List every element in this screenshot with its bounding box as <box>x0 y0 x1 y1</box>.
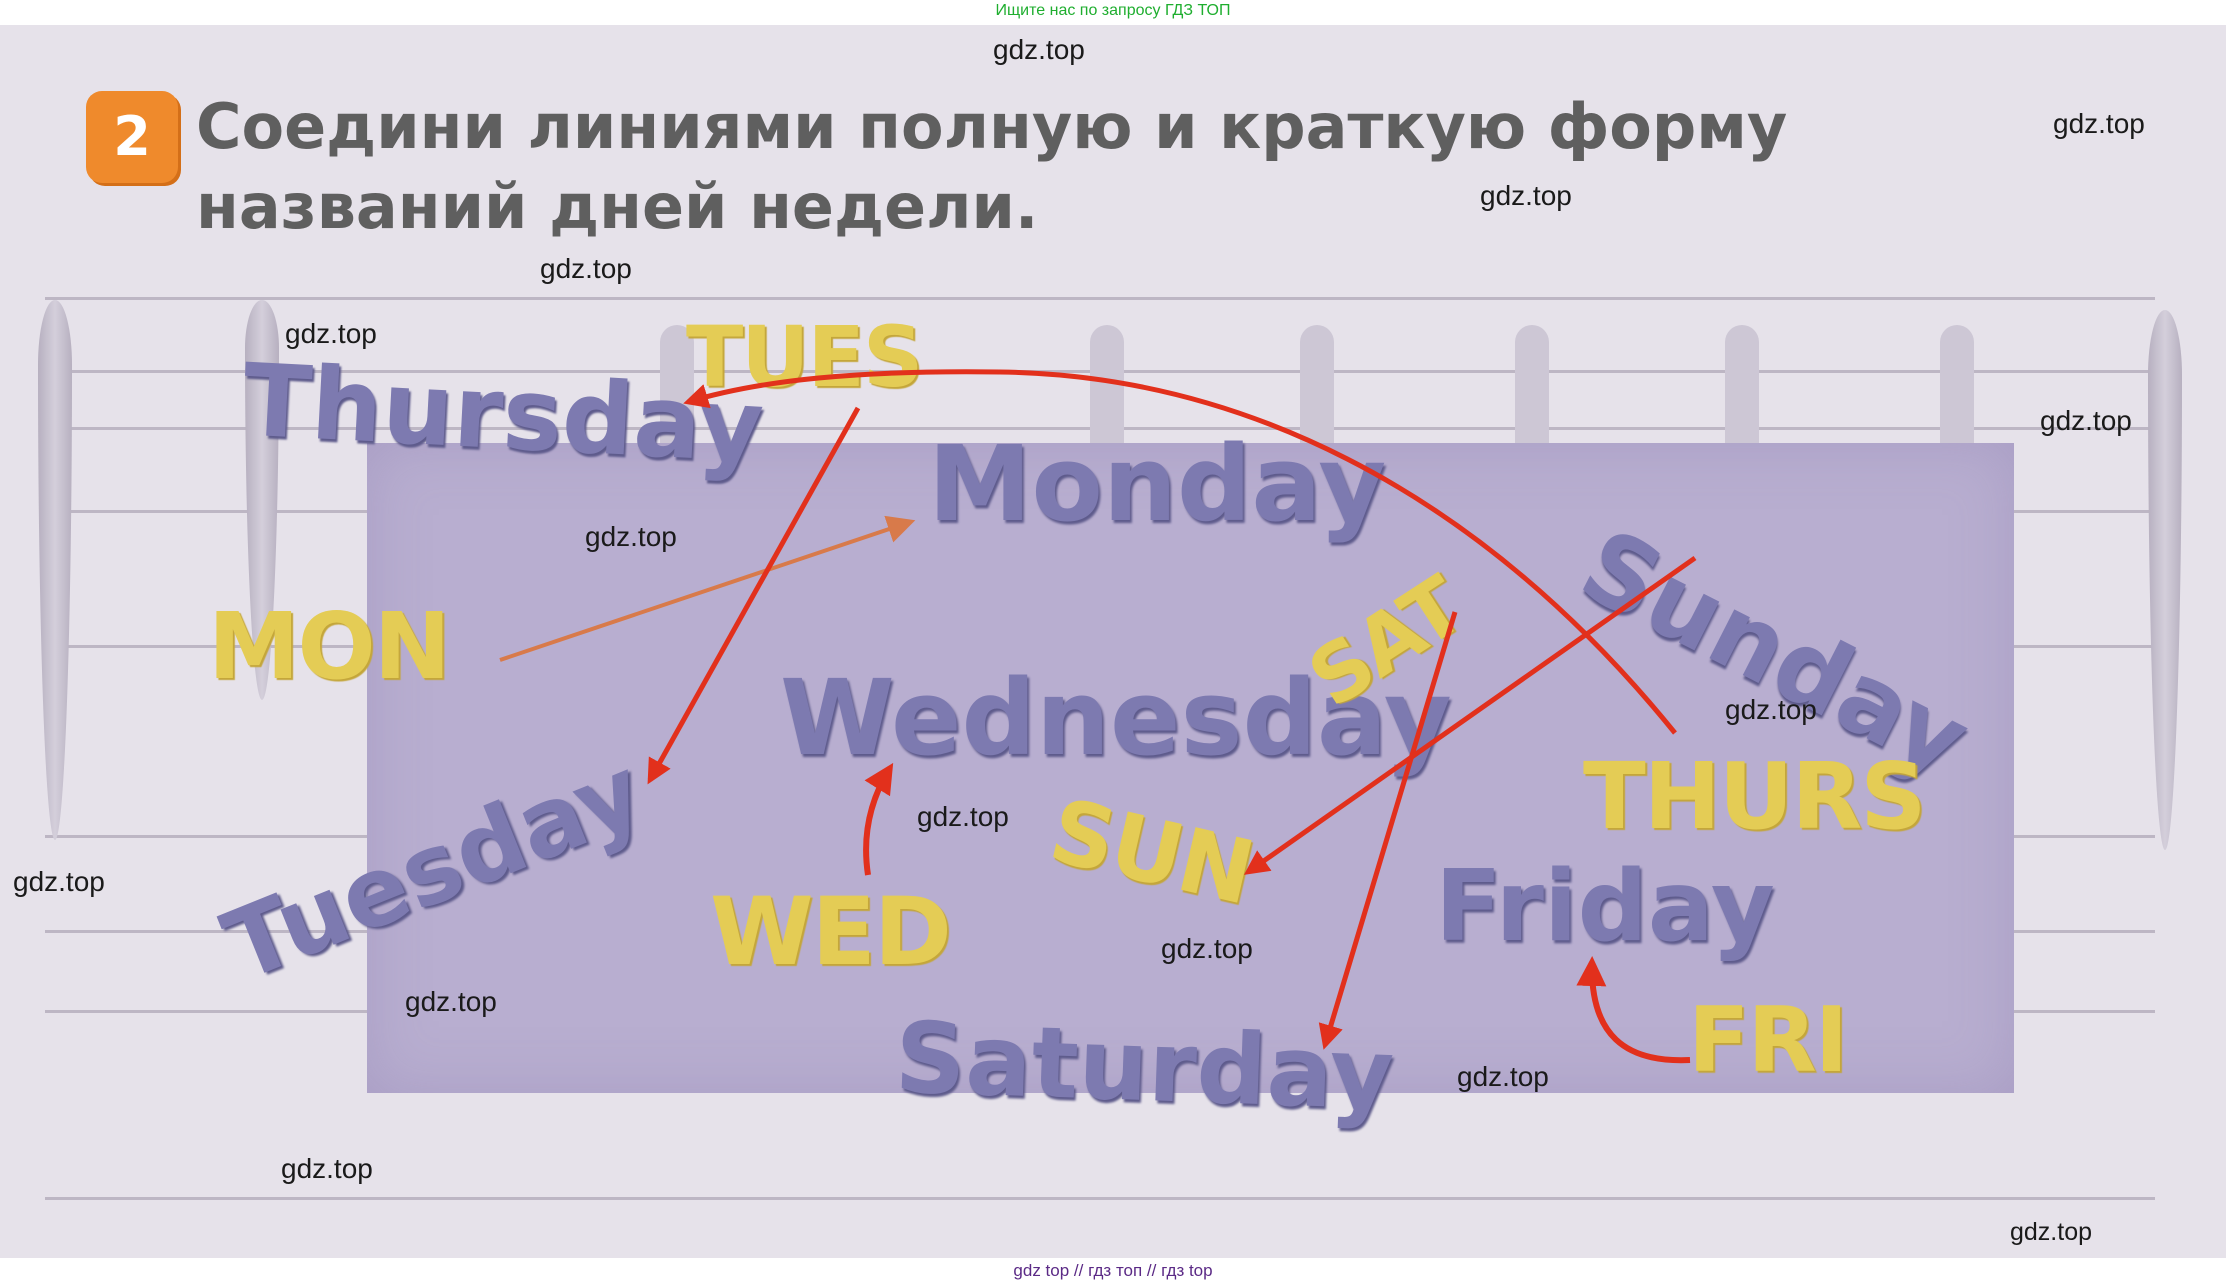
top-banner: Ищите нас по запросу ГДЗ ТОП <box>995 2 1231 19</box>
watermark: gdz.top <box>1457 1061 1549 1092</box>
calendar-ring <box>1940 325 1974 455</box>
watermark: gdz.top <box>1161 933 1253 964</box>
watermark: gdz.top <box>585 521 677 552</box>
day-friday: Friday <box>1435 850 1775 964</box>
exercise-number-badge: 2 <box>86 91 178 183</box>
watermark: gdz.top <box>2053 108 2145 139</box>
calendar-ring <box>1090 325 1124 455</box>
short-tues: TUES <box>686 308 923 406</box>
calendar-ring <box>1300 325 1334 455</box>
watermark: gdz.top <box>2040 405 2132 436</box>
calendar-ring <box>1725 325 1759 455</box>
workbook-page: 2 Соедини линиями полную и краткую форму… <box>0 25 2226 1258</box>
calendar-board <box>367 443 2014 1093</box>
arrow-wed-wednesday <box>863 762 894 876</box>
watermark: gdz.top <box>1480 180 1572 211</box>
short-mon: MON <box>208 593 451 700</box>
short-fri: FRI <box>1688 988 1848 1093</box>
arrow-sat-saturday <box>1318 611 1458 1050</box>
arrow-tues-tuesday <box>647 406 861 785</box>
bottom-banner: gdz top // гдз топ // гдз top <box>1013 1261 1213 1280</box>
ruled-line <box>45 297 2155 300</box>
short-thurs: THURS <box>1583 743 1927 850</box>
watermark: gdz.top <box>405 986 497 1017</box>
watermark: gdz.top <box>2010 1218 2093 1246</box>
watermark: gdz.top <box>917 801 1009 832</box>
day-wednesday: Wednesday <box>780 657 1452 779</box>
exercise-instruction: Соедини линиями полную и краткую форму н… <box>196 90 1788 243</box>
watermark: gdz.top <box>993 34 1085 65</box>
arrow-fri-friday <box>1576 956 1691 1064</box>
watermark: gdz.top <box>13 866 105 897</box>
watermark: gdz.top <box>540 253 632 284</box>
short-wed: WED <box>710 878 952 987</box>
calendar-ring <box>1515 325 1549 455</box>
watermark: gdz.top <box>285 318 377 349</box>
arrow-mon-monday <box>499 515 916 662</box>
arrow-sunday-sun <box>1243 555 1697 875</box>
watermark: gdz.top <box>281 1153 373 1184</box>
ruled-line <box>45 1197 2155 1200</box>
arrow-thurs-thursday <box>683 369 1677 735</box>
watermark: gdz.top <box>1725 694 1817 725</box>
